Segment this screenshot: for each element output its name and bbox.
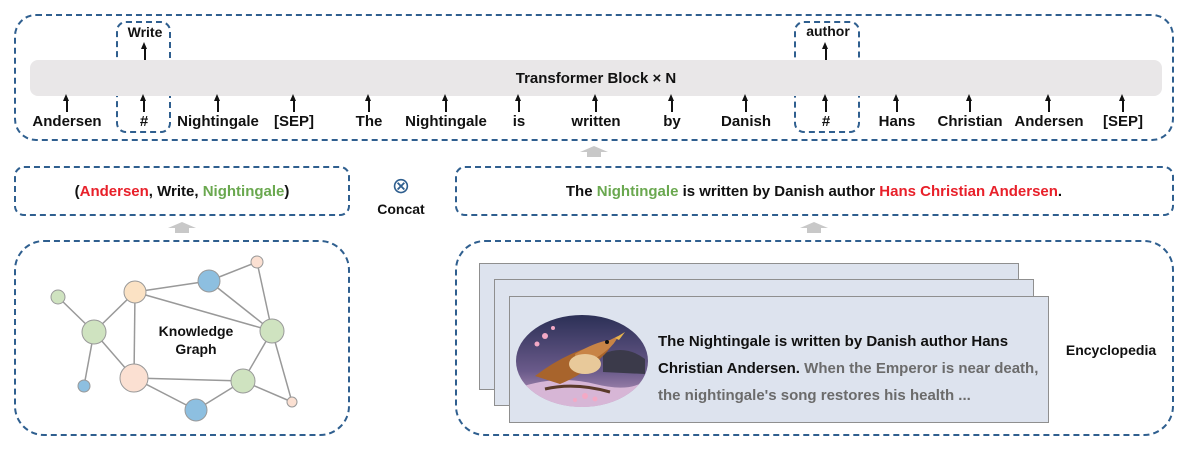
input-token-mask: # bbox=[139, 113, 149, 130]
predicted-token-write: Write bbox=[127, 24, 163, 40]
graph-node bbox=[123, 280, 147, 304]
concat-symbol-icon: ⊗ bbox=[391, 173, 411, 198]
graph-node bbox=[184, 398, 208, 422]
encyclopedia-text: The Nightingale is written by Danish aut… bbox=[658, 328, 1058, 409]
input-token: Christian bbox=[937, 113, 1003, 130]
input-token: [SEP] bbox=[1102, 113, 1144, 130]
encyclopedia-label: Encyclopedia bbox=[1065, 342, 1157, 358]
input-token: Nightingale bbox=[177, 113, 259, 130]
graph-node bbox=[259, 318, 285, 344]
encyclopedia-text-bold: The Nightingale is written by Danish aut… bbox=[658, 333, 1009, 377]
encyclopedia-text-gray: When the Emperor is near death, the nigh… bbox=[658, 360, 1039, 404]
graph-node bbox=[250, 255, 264, 269]
triple-panel bbox=[14, 166, 350, 216]
transformer-block-label: Transformer Block × N bbox=[515, 69, 677, 87]
sentence-panel bbox=[455, 166, 1174, 216]
sentence-part: is written by Danish author bbox=[678, 183, 880, 200]
input-token-mask: # bbox=[821, 113, 831, 130]
knowledge-graph-label: Knowledge Graph bbox=[159, 322, 234, 358]
graph-node bbox=[50, 289, 66, 305]
sentence-text: The Nightingale is written by Danish aut… bbox=[566, 183, 1062, 200]
triple-sep: , bbox=[148, 183, 158, 200]
concat-label: Concat bbox=[377, 201, 425, 217]
knowledge-graph-diagram bbox=[50, 255, 298, 422]
graph-node bbox=[286, 396, 298, 408]
transformer-panel bbox=[14, 14, 1174, 141]
sentence-tail-entity: Nightingale bbox=[596, 183, 679, 200]
input-token: Hans bbox=[878, 113, 916, 130]
input-token: is bbox=[512, 113, 526, 130]
graph-node bbox=[119, 363, 149, 393]
transformer-block: Transformer Block × N bbox=[30, 60, 1162, 96]
input-token: Nightingale bbox=[405, 113, 487, 130]
graph-node bbox=[77, 379, 91, 393]
predicted-token-author: author bbox=[806, 23, 850, 39]
knowledge-graph-label-line2: Graph bbox=[175, 341, 217, 357]
sentence-part: The bbox=[565, 183, 597, 200]
input-token: Andersen bbox=[1014, 113, 1084, 130]
graph-node bbox=[230, 368, 256, 394]
graph-node bbox=[81, 319, 107, 345]
knowledge-graph-label-line1: Knowledge bbox=[158, 323, 234, 339]
triple-text: (Andersen, Write, Nightingale) bbox=[75, 183, 290, 200]
input-token: The bbox=[355, 113, 383, 130]
encyclopedia-panel bbox=[455, 240, 1174, 436]
triple-open: ( bbox=[74, 183, 80, 200]
triple-sep: , bbox=[194, 183, 203, 200]
sentence-part: . bbox=[1057, 183, 1063, 200]
input-token: Andersen bbox=[32, 113, 102, 130]
sentence-head-entity: Hans Christian Andersen bbox=[879, 183, 1058, 200]
input-token: by bbox=[663, 113, 681, 130]
graph-node bbox=[197, 269, 221, 293]
input-token: written bbox=[571, 113, 621, 130]
triple-close: ) bbox=[284, 183, 290, 200]
triple-head-entity: Andersen bbox=[79, 183, 149, 200]
nightingale-image-icon bbox=[516, 315, 648, 407]
knowledge-graph-panel bbox=[14, 240, 350, 436]
triple-relation: Write bbox=[157, 183, 195, 200]
input-token: Danish bbox=[720, 113, 772, 130]
input-token: [SEP] bbox=[273, 113, 315, 130]
triple-tail-entity: Nightingale bbox=[202, 183, 285, 200]
